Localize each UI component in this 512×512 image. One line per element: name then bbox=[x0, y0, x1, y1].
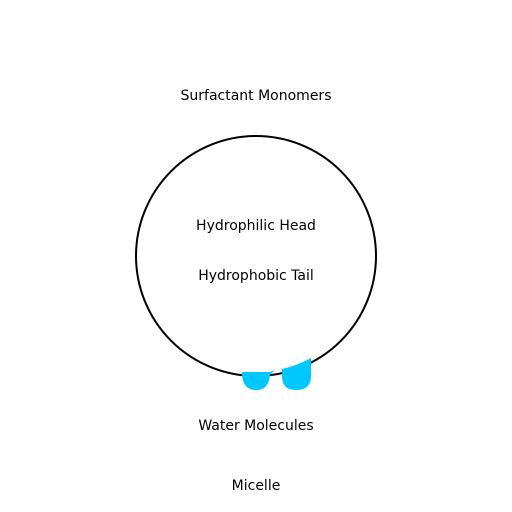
surfactant-monomers-label: Surfactant Monomers bbox=[181, 88, 332, 104]
water-molecules-label: Water Molecules bbox=[198, 418, 313, 434]
water-drop-right-tip bbox=[270, 370, 275, 375]
water-drop-left bbox=[242, 372, 270, 390]
water-drop-right bbox=[282, 358, 311, 390]
hydrophobic-tail-label: Hydrophobic Tail bbox=[198, 268, 314, 284]
micelle-label: Micelle bbox=[232, 478, 281, 494]
hydrophilic-head-label: Hydrophilic Head bbox=[196, 218, 316, 234]
micelle-circle bbox=[135, 135, 377, 377]
